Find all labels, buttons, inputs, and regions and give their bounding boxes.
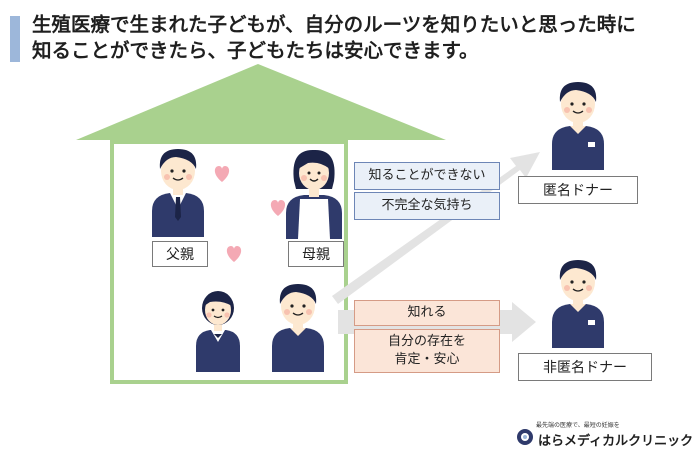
heart-icon (270, 200, 286, 216)
can-know-callout: 知れる (354, 300, 500, 326)
heading-text: 生殖医療で生まれた子どもが、自分のルーツを知りたいと思った時に 知ることができた… (32, 12, 692, 64)
logo-tagline: 最先端の医療で、最短の妊娠を (536, 422, 620, 429)
heading-line-1: 生殖医療で生まれた子どもが、自分のルーツを知りたいと思った時に (32, 13, 636, 36)
anonymous-donor-label: 匿名ドナー (518, 176, 638, 204)
heading-accent-bar (10, 16, 20, 62)
incomplete-feeling-callout: 不完全な気持ち (354, 192, 500, 220)
arrow-to-anonymous-donor (332, 152, 540, 304)
non-anonymous-donor-icon (551, 259, 605, 349)
heart-icon (214, 166, 230, 182)
mother-label: 母親 (288, 241, 344, 267)
anonymous-donor-icon (551, 81, 605, 171)
logo-name: はらメディカルクリニック (538, 434, 694, 449)
father-label: 父親 (152, 241, 208, 267)
daughter-icon (195, 290, 241, 373)
son-icon (271, 283, 325, 373)
house-roof (76, 64, 446, 140)
mother-icon (285, 149, 343, 240)
non-anonymous-donor-label: 非匿名ドナー (518, 353, 652, 381)
affirmation-line-2: 肯定・安心 (394, 352, 460, 367)
clinic-logo-icon (517, 429, 533, 445)
house-walls (110, 140, 348, 384)
heading-line-2: 知ることができたら、子どもたちは安心できます。 (32, 39, 479, 62)
heart-icon (226, 246, 242, 262)
affirmation-callout: 自分の存在を 肯定・安心 (354, 329, 500, 373)
cannot-know-callout: 知ることができない (354, 162, 500, 190)
page-heading: 生殖医療で生まれた子どもが、自分のルーツを知りたいと思った時に 知ることができた… (10, 10, 690, 64)
father-icon (151, 148, 205, 238)
affirmation-line-1: 自分の存在を (387, 334, 466, 349)
